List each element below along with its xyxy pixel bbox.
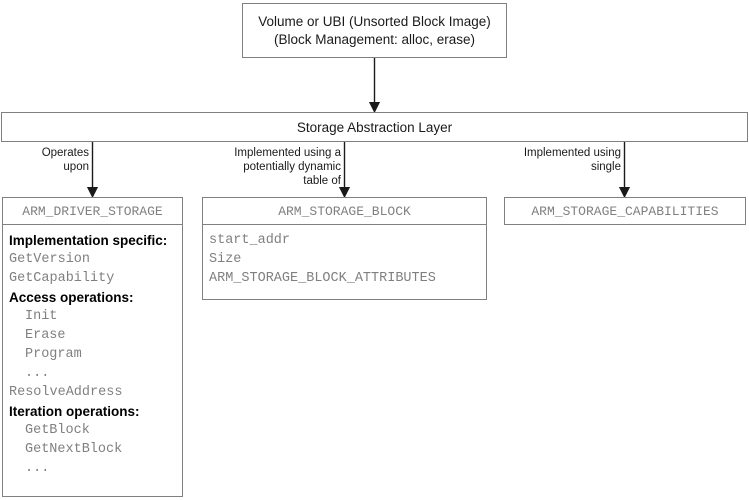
list-item: Access operations: <box>9 290 134 305</box>
edge-label-implemented-dynamic-table: Implemented using a potentially dynamic … <box>234 147 341 187</box>
list-item: Program <box>25 347 82 362</box>
volume-ubi-box: Volume or UBI (Unsorted Block Image) (Bl… <box>242 3 507 58</box>
storage-abstraction-layer-title: Storage Abstraction Layer <box>296 119 453 135</box>
list-item: Size <box>209 252 242 267</box>
list-item: start_addr <box>209 233 291 248</box>
list-item: Iteration operations: <box>9 404 140 419</box>
volume-ubi-line-2: (Block Management: alloc, erase) <box>273 31 476 47</box>
arm-storage-capabilities-box: ARM_STORAGE_CAPABILITIES <box>504 197 746 225</box>
list-item: GetBlock <box>25 423 90 438</box>
list-item: ... <box>25 366 50 381</box>
list-item: ... <box>25 461 50 476</box>
list-item: GetCapability <box>9 271 115 286</box>
arm-storage-block-header-label: ARM_STORAGE_BLOCK <box>278 203 411 219</box>
edge-label-implemented-single: Implemented using single <box>523 147 621 173</box>
arm-driver-storage-box: ARM_DRIVER_STORAGE Implementation specif… <box>2 197 183 497</box>
arm-driver-storage-header: ARM_DRIVER_STORAGE <box>3 198 182 225</box>
storage-abstraction-layer-box: Storage Abstraction Layer <box>1 112 748 142</box>
list-item: Erase <box>25 328 66 343</box>
list-item: ResolveAddress <box>9 385 123 400</box>
list-item: GetNextBlock <box>25 442 123 457</box>
arm-storage-capabilities-header-label: ARM_STORAGE_CAPABILITIES <box>531 203 719 219</box>
list-item: ARM_STORAGE_BLOCK_ATTRIBUTES <box>209 271 436 286</box>
arm-driver-storage-header-label: ARM_DRIVER_STORAGE <box>22 203 163 219</box>
edge-label-operates-upon: Operates upon <box>41 147 89 173</box>
volume-ubi-line-1: Volume or UBI (Unsorted Block Image) <box>258 13 491 29</box>
list-item: GetVersion <box>9 252 91 267</box>
list-item: Implementation specific: <box>9 233 168 248</box>
arm-storage-block-header: ARM_STORAGE_BLOCK <box>203 198 486 225</box>
list-item: Init <box>25 309 58 324</box>
